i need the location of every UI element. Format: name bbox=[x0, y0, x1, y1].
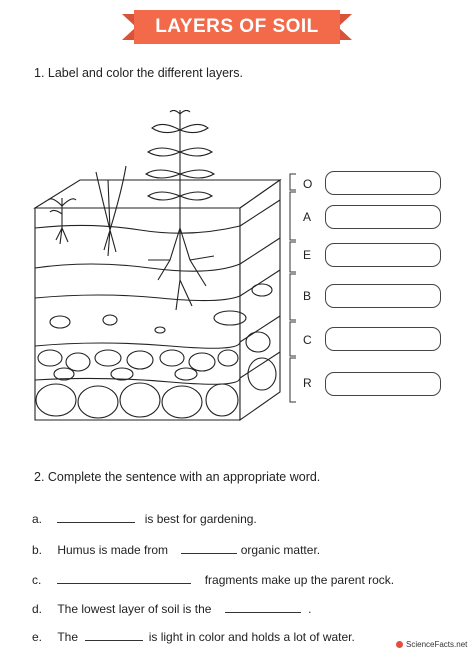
sentence-text-after: . bbox=[308, 602, 312, 616]
question-1: 1. Label and color the different layers. bbox=[34, 66, 243, 80]
sentence-letter: c. bbox=[32, 573, 42, 587]
layer-label-a: A bbox=[303, 210, 312, 224]
sentence-e: e. The is light in color and holds a lot… bbox=[32, 628, 355, 644]
answer-box-c[interactable] bbox=[325, 327, 441, 351]
sentence-b: b. Humus is made from organic matter. bbox=[32, 541, 320, 557]
logo-icon bbox=[396, 641, 403, 649]
answer-box-a[interactable] bbox=[325, 205, 441, 229]
sentence-letter: b. bbox=[32, 543, 43, 557]
blank-c[interactable] bbox=[57, 571, 192, 584]
sentence-text-before: The lowest layer of soil is the bbox=[57, 602, 212, 616]
layer-label-e: E bbox=[303, 248, 312, 262]
answer-box-o[interactable] bbox=[325, 171, 441, 195]
answer-box-r[interactable] bbox=[325, 372, 441, 396]
sentence-a: a. is best for gardening. bbox=[32, 510, 257, 526]
title-banner: LAYERS OF SOIL bbox=[122, 10, 352, 44]
sentence-c: c. fragments make up the parent rock. bbox=[32, 571, 394, 587]
sentence-text-after: is light in color and holds a lot of wat… bbox=[148, 630, 355, 644]
answer-box-b[interactable] bbox=[325, 284, 441, 308]
question-2: 2. Complete the sentence with an appropr… bbox=[34, 470, 321, 484]
sentence-text-after: is best for gardening. bbox=[144, 512, 257, 526]
sentence-letter: e. bbox=[32, 630, 43, 644]
sentence-letter: d. bbox=[32, 602, 43, 616]
soil-layers-illustration bbox=[33, 110, 282, 422]
layer-brackets bbox=[289, 173, 296, 403]
logo-text: ScienceFacts.net bbox=[406, 640, 468, 649]
sentence-text-after: organic matter. bbox=[240, 543, 321, 557]
layer-label-o: O bbox=[303, 177, 313, 191]
answer-box-e[interactable] bbox=[325, 243, 441, 267]
sciencefacts-logo: ScienceFacts.net bbox=[396, 640, 467, 649]
blank-b[interactable] bbox=[181, 541, 238, 554]
blank-e[interactable] bbox=[85, 628, 144, 641]
blank-a[interactable] bbox=[57, 510, 136, 523]
page-title: LAYERS OF SOIL bbox=[155, 16, 319, 37]
sentence-text-before: The bbox=[57, 630, 79, 644]
layer-label-r: R bbox=[303, 376, 312, 390]
sentence-letter: a. bbox=[32, 512, 43, 526]
sentence-text-before: Humus is made from bbox=[57, 543, 169, 557]
sentence-text-after: fragments make up the parent rock. bbox=[204, 573, 395, 587]
sentence-d: d. The lowest layer of soil is the . bbox=[32, 600, 311, 616]
layer-label-b: B bbox=[303, 289, 312, 303]
blank-d[interactable] bbox=[224, 600, 301, 613]
layer-label-c: C bbox=[303, 333, 312, 347]
